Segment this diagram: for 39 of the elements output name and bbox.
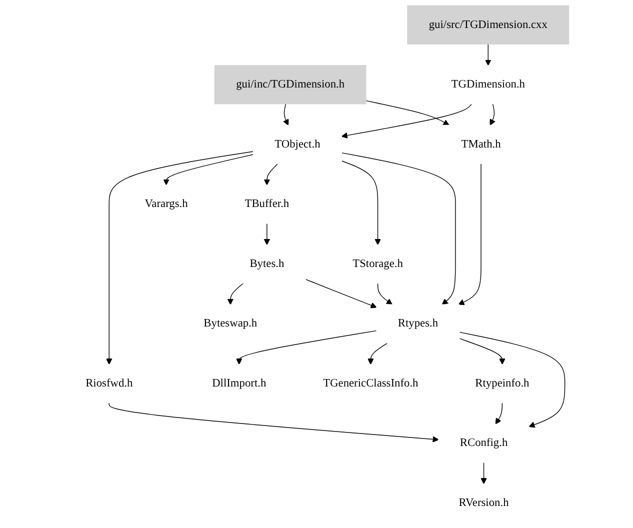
node-text: TMath.h	[461, 138, 501, 150]
arrow	[341, 152, 456, 305]
node-text: Byteswap.h	[204, 317, 258, 330]
node-text: TObject.h	[274, 138, 320, 150]
node-text: TGenericClassInfo.h	[323, 377, 418, 390]
arrow	[368, 342, 388, 365]
arrow	[283, 104, 289, 126]
arrow	[458, 163, 482, 305]
arrow	[341, 104, 472, 139]
node-text: RConfig.h	[460, 436, 508, 450]
node-text: Rtypeinfo.h	[475, 377, 530, 390]
arrow	[485, 44, 492, 66]
arrow	[106, 151, 254, 365]
arrow	[341, 160, 381, 246]
node-text: Varargs.h	[144, 198, 188, 210]
arrow	[264, 163, 278, 186]
node-text: TStorage.h	[352, 258, 403, 270]
node-text: DllImport.h	[212, 377, 266, 390]
node-box: gui/inc/TGDimension.h	[214, 65, 366, 104]
arrow	[236, 330, 377, 365]
node-text: RVersion.h	[458, 496, 509, 509]
arrow	[264, 223, 270, 246]
node-box: gui/src/TGDimension.cxx	[407, 5, 570, 44]
arrow	[108, 402, 439, 442]
node-text: Riosfwd.h	[86, 377, 133, 390]
arrow	[305, 278, 377, 308]
arrow	[459, 332, 566, 428]
arrow	[490, 104, 496, 126]
node-text: TGDimension.h	[451, 78, 525, 90]
arrow	[480, 462, 487, 484]
node-text: Bytes.h	[250, 258, 284, 270]
arrow	[163, 154, 254, 186]
node-text: Rtypes.h	[398, 317, 438, 330]
node-text: TBuffer.h	[244, 198, 290, 210]
arrow	[495, 402, 503, 424]
arrow	[459, 338, 506, 365]
arrow	[227, 282, 244, 305]
arrow	[366, 100, 450, 126]
arrow	[377, 282, 392, 305]
